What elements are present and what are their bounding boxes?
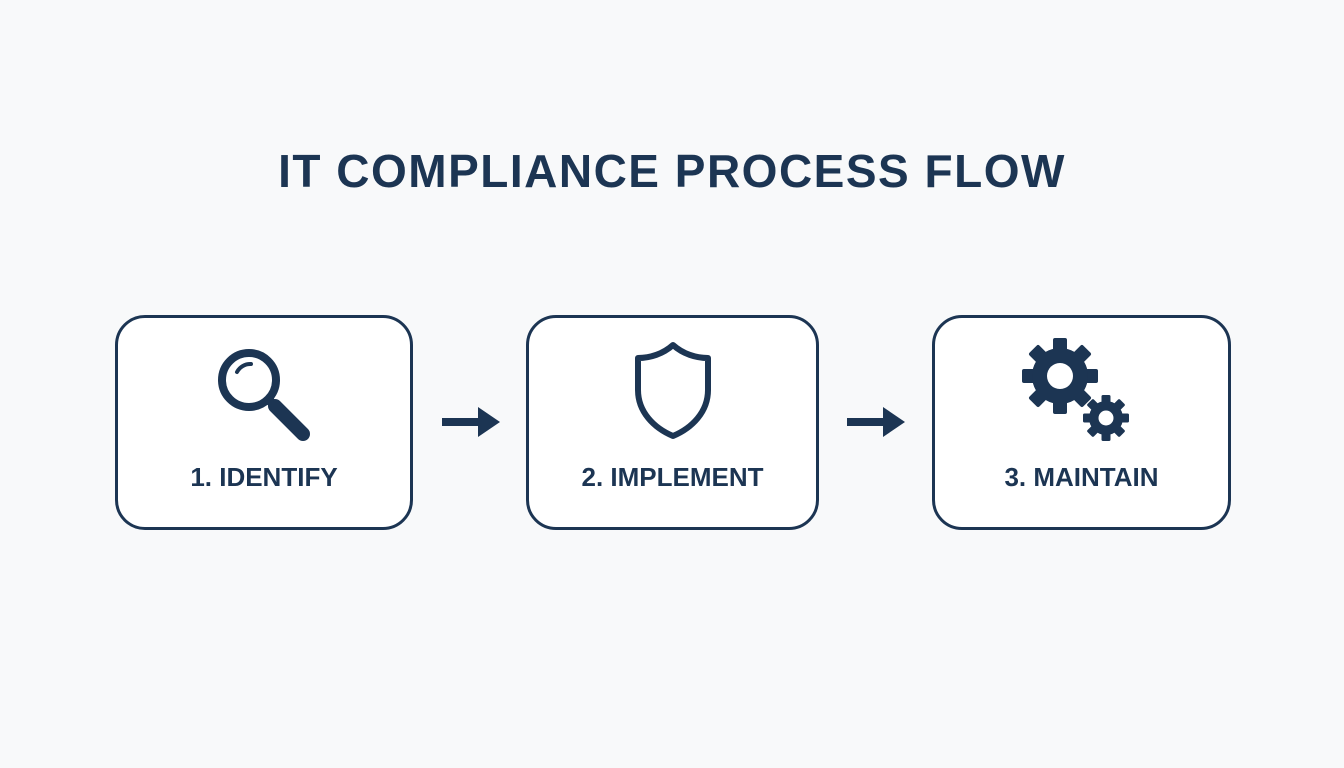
diagram-title: IT COMPLIANCE PROCESS FLOW <box>278 145 1066 197</box>
step-label: 1. IDENTIFY <box>190 462 338 492</box>
arrow-right-icon <box>442 407 500 437</box>
step-implement: 2. IMPLEMENT <box>526 315 819 530</box>
magnifying-glass-icon <box>218 349 310 441</box>
gears-icon <box>1021 338 1129 441</box>
step-label: 2. IMPLEMENT <box>581 462 764 492</box>
shield-icon <box>634 342 711 439</box>
step-maintain: 3. MAINTAIN <box>932 315 1231 530</box>
step-label: 3. MAINTAIN <box>1004 462 1159 492</box>
arrow-right-icon <box>847 407 905 437</box>
step-identify: 1. IDENTIFY <box>115 315 413 530</box>
